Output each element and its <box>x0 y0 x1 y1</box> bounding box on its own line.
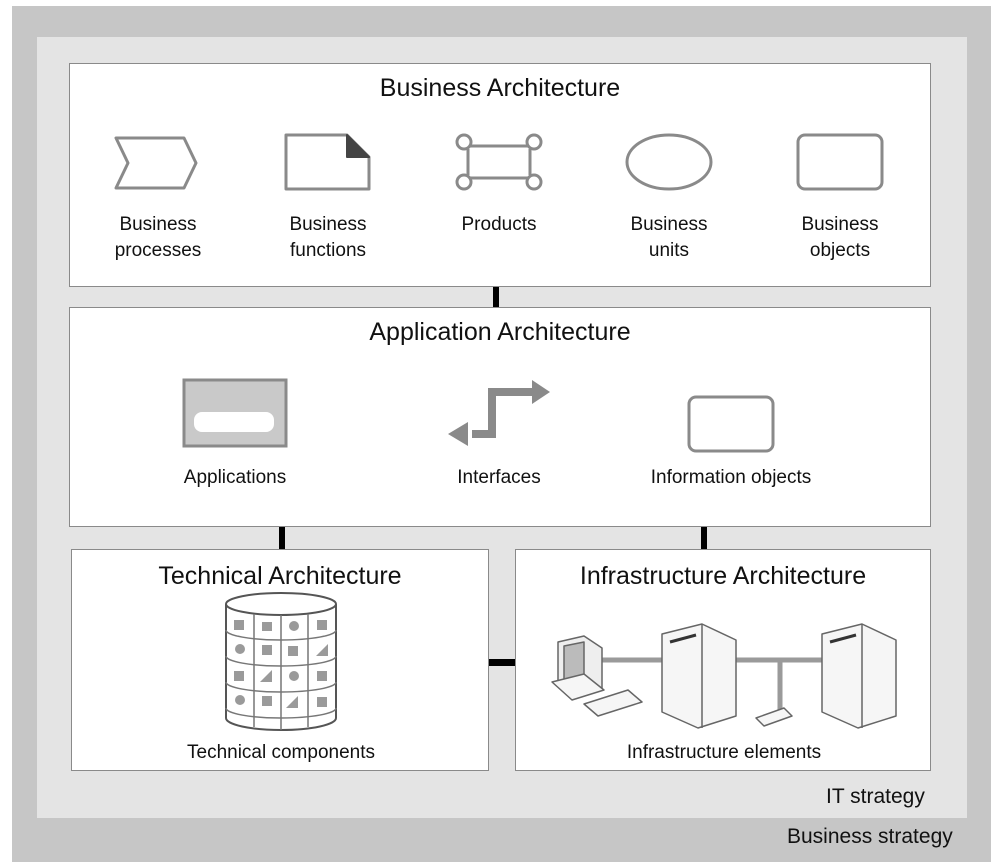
connector-application-technical <box>279 527 285 549</box>
applications-label: Applications <box>183 467 287 488</box>
information-objects-label: Information objects <box>650 467 812 488</box>
connector-technical-infrastructure <box>489 659 515 666</box>
chevron-process-icon <box>112 134 200 192</box>
product-rings-icon <box>454 132 544 192</box>
infrastructure-elements-label: Infrastructure elements <box>626 742 822 763</box>
double-arrow-icon <box>444 372 556 452</box>
technical-architecture-box: Technical Architecture <box>71 549 489 771</box>
ellipse-icon <box>624 132 714 192</box>
business-units-label: Business units <box>630 214 708 261</box>
technical-architecture-title: Technical Architecture <box>158 562 402 590</box>
business-functions-label: Business functions <box>289 214 367 261</box>
business-processes-label: Business processes <box>114 214 202 261</box>
infrastructure-architecture-title: Infrastructure Architecture <box>579 562 867 590</box>
products-label: Products <box>461 214 537 235</box>
business-objects-label: Business objects <box>801 214 879 261</box>
folded-page-icon <box>283 132 371 192</box>
network-computers-icon <box>544 620 914 740</box>
business-strategy-label: Business strategy <box>787 825 953 848</box>
infrastructure-architecture-box: Infrastructure Architecture <box>515 549 931 771</box>
connector-business-application <box>493 287 499 307</box>
application-architecture-box: Application Architecture Applications In… <box>69 307 931 527</box>
connector-application-infrastructure <box>701 527 707 549</box>
component-cylinder-icon <box>222 590 340 740</box>
it-strategy-label: IT strategy <box>826 785 925 808</box>
application-window-icon <box>182 378 288 448</box>
technical-components-label: Technical components <box>187 742 375 763</box>
rounded-rectangle-icon <box>795 132 885 192</box>
application-architecture-title: Application Architecture <box>369 318 631 346</box>
interfaces-label: Interfaces <box>457 467 541 488</box>
business-architecture-box: Business Architecture Business processes… <box>69 63 931 287</box>
information-object-icon <box>686 394 776 454</box>
business-architecture-title: Business Architecture <box>379 74 621 102</box>
